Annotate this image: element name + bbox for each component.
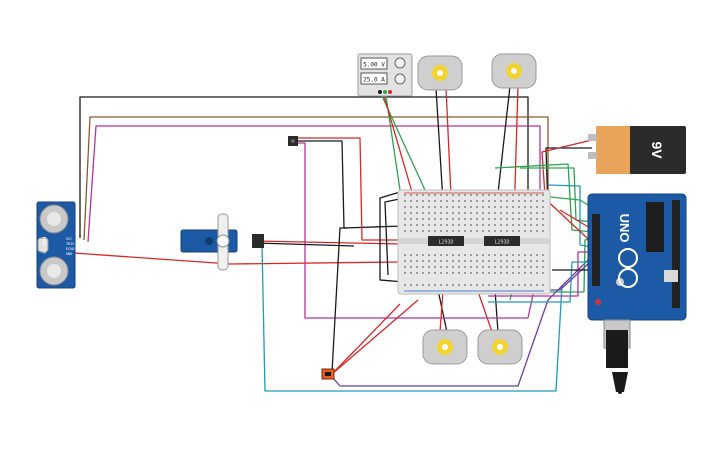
photodiode-sensor[interactable] xyxy=(288,136,298,146)
wire-green-arduino-1[interactable] xyxy=(520,167,593,223)
psu-voltage-knob[interactable] xyxy=(394,57,406,69)
dc-motor-bottom-right[interactable] xyxy=(477,329,523,365)
wire-red-servo[interactable] xyxy=(255,240,403,245)
ultrasonic-pin-vcc: VCC xyxy=(66,237,72,241)
arduino-uno[interactable]: UNO xyxy=(587,193,687,394)
motor-driver-2-label: L293D xyxy=(494,240,509,246)
wire-black-battery[interactable] xyxy=(545,147,592,211)
wire-red-psu[interactable] xyxy=(383,95,413,193)
wire-brown-sensor[interactable] xyxy=(83,116,549,241)
wire-red-sensor-2[interactable] xyxy=(298,137,402,241)
ultrasonic-pin-echo: ECHO xyxy=(66,247,74,251)
wire-black-led[interactable] xyxy=(331,227,348,373)
motor-driver-1-label: L293D xyxy=(438,240,453,246)
wire-black-sensor-2[interactable] xyxy=(298,140,404,229)
ultrasonic-sensor[interactable]: HC-SR04 VCC TRIG ECHO GND xyxy=(36,201,76,289)
ultrasonic-pin-trig: TRIG xyxy=(66,242,74,246)
psu-voltage-readout: 5.00 V xyxy=(363,62,385,69)
dc-motor-bottom-left[interactable] xyxy=(422,329,468,365)
motor-driver-chip-2[interactable]: L293D xyxy=(484,236,520,246)
wire-magenta-sensor[interactable] xyxy=(87,125,541,243)
wire-purple-led[interactable] xyxy=(332,249,599,387)
ultrasonic-pin-gnd: GND xyxy=(66,252,72,256)
battery-9v[interactable]: 9V xyxy=(588,126,686,174)
wire-black-sensor[interactable] xyxy=(79,96,529,238)
led-bottom[interactable] xyxy=(321,368,335,380)
psu-current-knob[interactable] xyxy=(394,73,406,85)
arduino-model-label: UNO xyxy=(617,214,632,243)
psu-current-readout: 25.0 A xyxy=(363,77,385,84)
dc-motor-top-right[interactable] xyxy=(491,53,537,89)
breadboard[interactable] xyxy=(397,189,551,295)
power-supply[interactable]: 5.00 V 25.0 A xyxy=(357,53,413,97)
wire-red-battery[interactable] xyxy=(541,139,593,197)
motor-driver-chip-1[interactable]: L293D xyxy=(428,236,464,246)
wire-blue-servo[interactable] xyxy=(261,244,563,392)
dc-motor-top-left[interactable] xyxy=(417,55,463,91)
wire-magenta-sensor-2[interactable] xyxy=(295,142,541,319)
reset-button[interactable] xyxy=(595,299,601,305)
battery-label: 9V xyxy=(649,141,665,159)
wire-black-bb-1[interactable] xyxy=(379,191,405,283)
wire-red-sensor[interactable] xyxy=(73,252,401,265)
ultrasonic-model-label: HC-SR04 xyxy=(42,236,47,253)
wire-black-servo[interactable] xyxy=(255,242,355,247)
wire-green-arduino-2[interactable] xyxy=(494,163,595,233)
wire-red-led-2[interactable] xyxy=(329,303,401,377)
wire-red-led-1[interactable] xyxy=(331,299,419,375)
servo-motor[interactable] xyxy=(180,213,264,271)
wire-blue-arduino-2[interactable] xyxy=(488,261,596,303)
